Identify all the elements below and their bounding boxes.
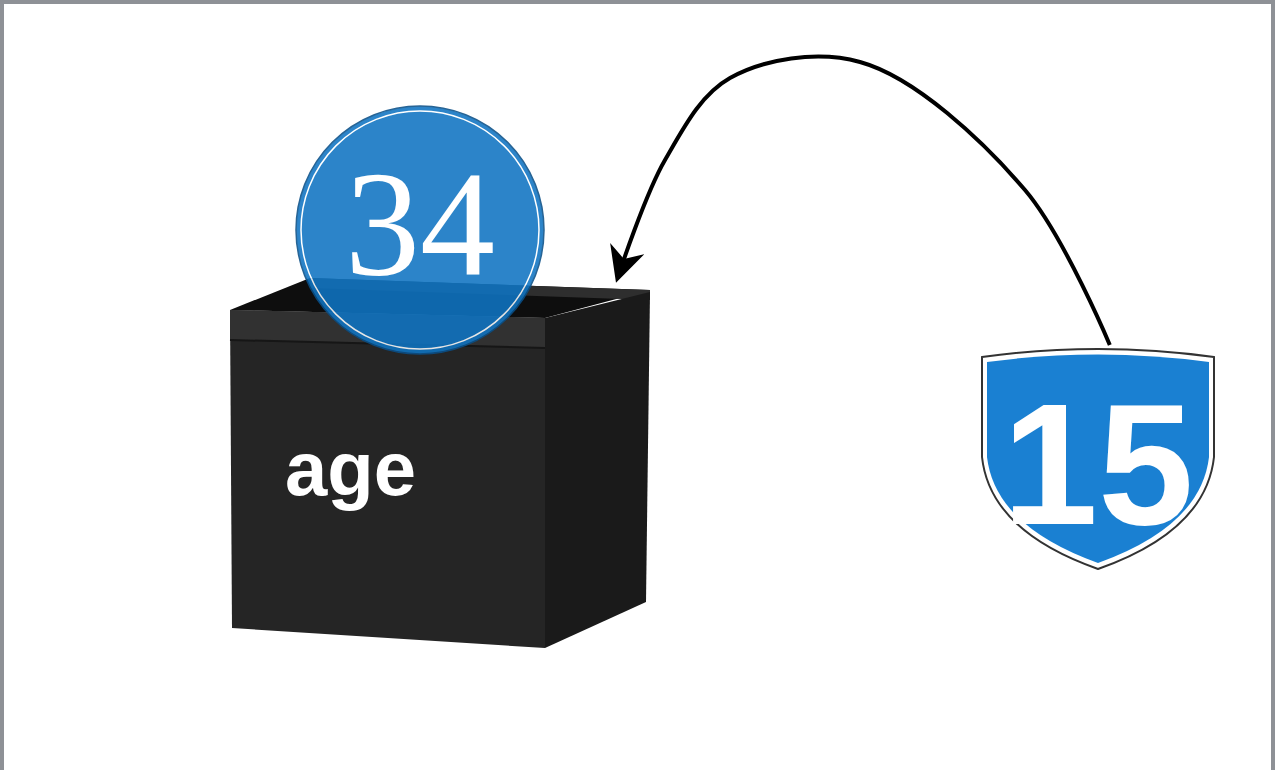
value-circle: 34 — [295, 105, 545, 355]
circle-fill — [296, 106, 544, 354]
value-number: 34 — [295, 149, 545, 299]
box-fold — [230, 310, 545, 348]
box-fold-line — [230, 340, 545, 348]
assignment-arrow — [618, 57, 1110, 345]
variable-name: age — [285, 431, 416, 507]
box-back-rim — [310, 278, 650, 300]
value-shield: 15 — [980, 345, 1216, 571]
box-front — [230, 310, 545, 648]
value-number: 15 — [980, 378, 1216, 550]
box-side — [545, 292, 650, 648]
